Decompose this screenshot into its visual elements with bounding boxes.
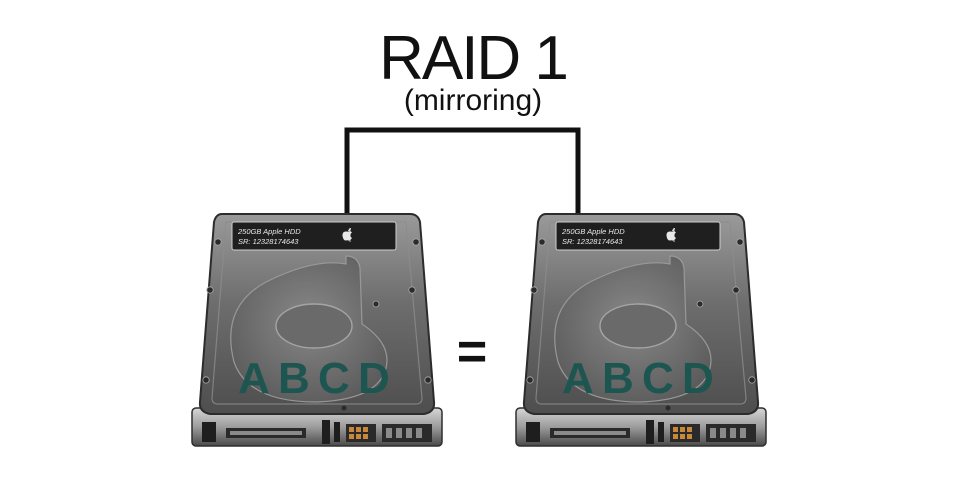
drive-letter: C xyxy=(318,354,350,403)
drive-letter: B xyxy=(278,354,310,403)
drive-letter: D xyxy=(682,354,714,403)
diagram-subtitle: (mirroring) xyxy=(403,84,543,117)
diagram-title: RAID 1 xyxy=(379,24,569,93)
drive-letter: B xyxy=(602,354,634,403)
drive-letter: C xyxy=(642,354,674,403)
mirror-connector-line xyxy=(344,127,581,213)
drive-letter: A xyxy=(238,354,270,403)
drive-label-line1: 250GB Apple HDD xyxy=(237,227,301,236)
drive-label-line2: SR: 12328174643 xyxy=(238,237,299,246)
equals-sign: = xyxy=(456,323,488,381)
apple-logo-icon xyxy=(342,228,352,241)
apple-logo-icon xyxy=(666,228,676,241)
drive-letter: A xyxy=(562,354,594,403)
drive-label-line1: 250GB Apple HDD xyxy=(561,227,625,236)
drive-letter: D xyxy=(358,354,390,403)
hard-drive-1: 250GB Apple HDD SR: 12328174643 A B C D xyxy=(191,213,443,447)
hard-drive-2: 250GB Apple HDD SR: 12328174643 A B C D xyxy=(515,213,767,447)
drive-label-line2: SR: 12328174643 xyxy=(562,237,623,246)
